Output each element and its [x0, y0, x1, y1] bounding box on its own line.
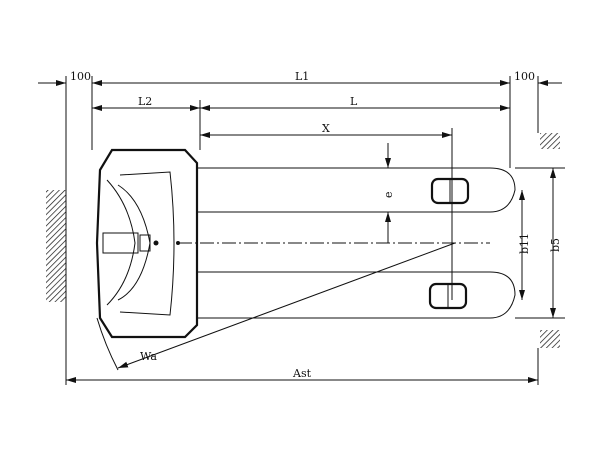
e-label: e — [382, 191, 395, 198]
ast-label: Ast — [292, 367, 312, 380]
dimension-row-x: X — [200, 122, 452, 138]
b11-label: b11 — [518, 233, 531, 254]
dimension-b: b11 b5 — [515, 167, 565, 319]
l1-label: L1 — [295, 70, 309, 83]
l-label: L — [350, 95, 358, 108]
dimension-wa: Wa — [96, 242, 456, 371]
right-top-wall-hatch — [540, 133, 560, 149]
right-clearance-label: 100 — [514, 70, 535, 83]
right-bottom-wall-hatch — [540, 330, 560, 348]
l2-label: L2 — [138, 95, 152, 108]
extension-lines — [65, 76, 539, 385]
dimension-ast: Ast — [66, 367, 538, 383]
dimension-row-l: L2 L — [92, 95, 510, 111]
left-wall-hatch — [46, 190, 66, 302]
dimension-e: e — [382, 143, 395, 243]
dimension-row-top: 100 L1 100 — [38, 70, 562, 86]
x-label: X — [322, 122, 330, 135]
truck-body — [95, 148, 199, 339]
b5-label: b5 — [549, 238, 562, 252]
forks — [197, 167, 516, 319]
left-clearance-label: 100 — [70, 70, 91, 83]
wa-label: Wa — [140, 350, 157, 363]
